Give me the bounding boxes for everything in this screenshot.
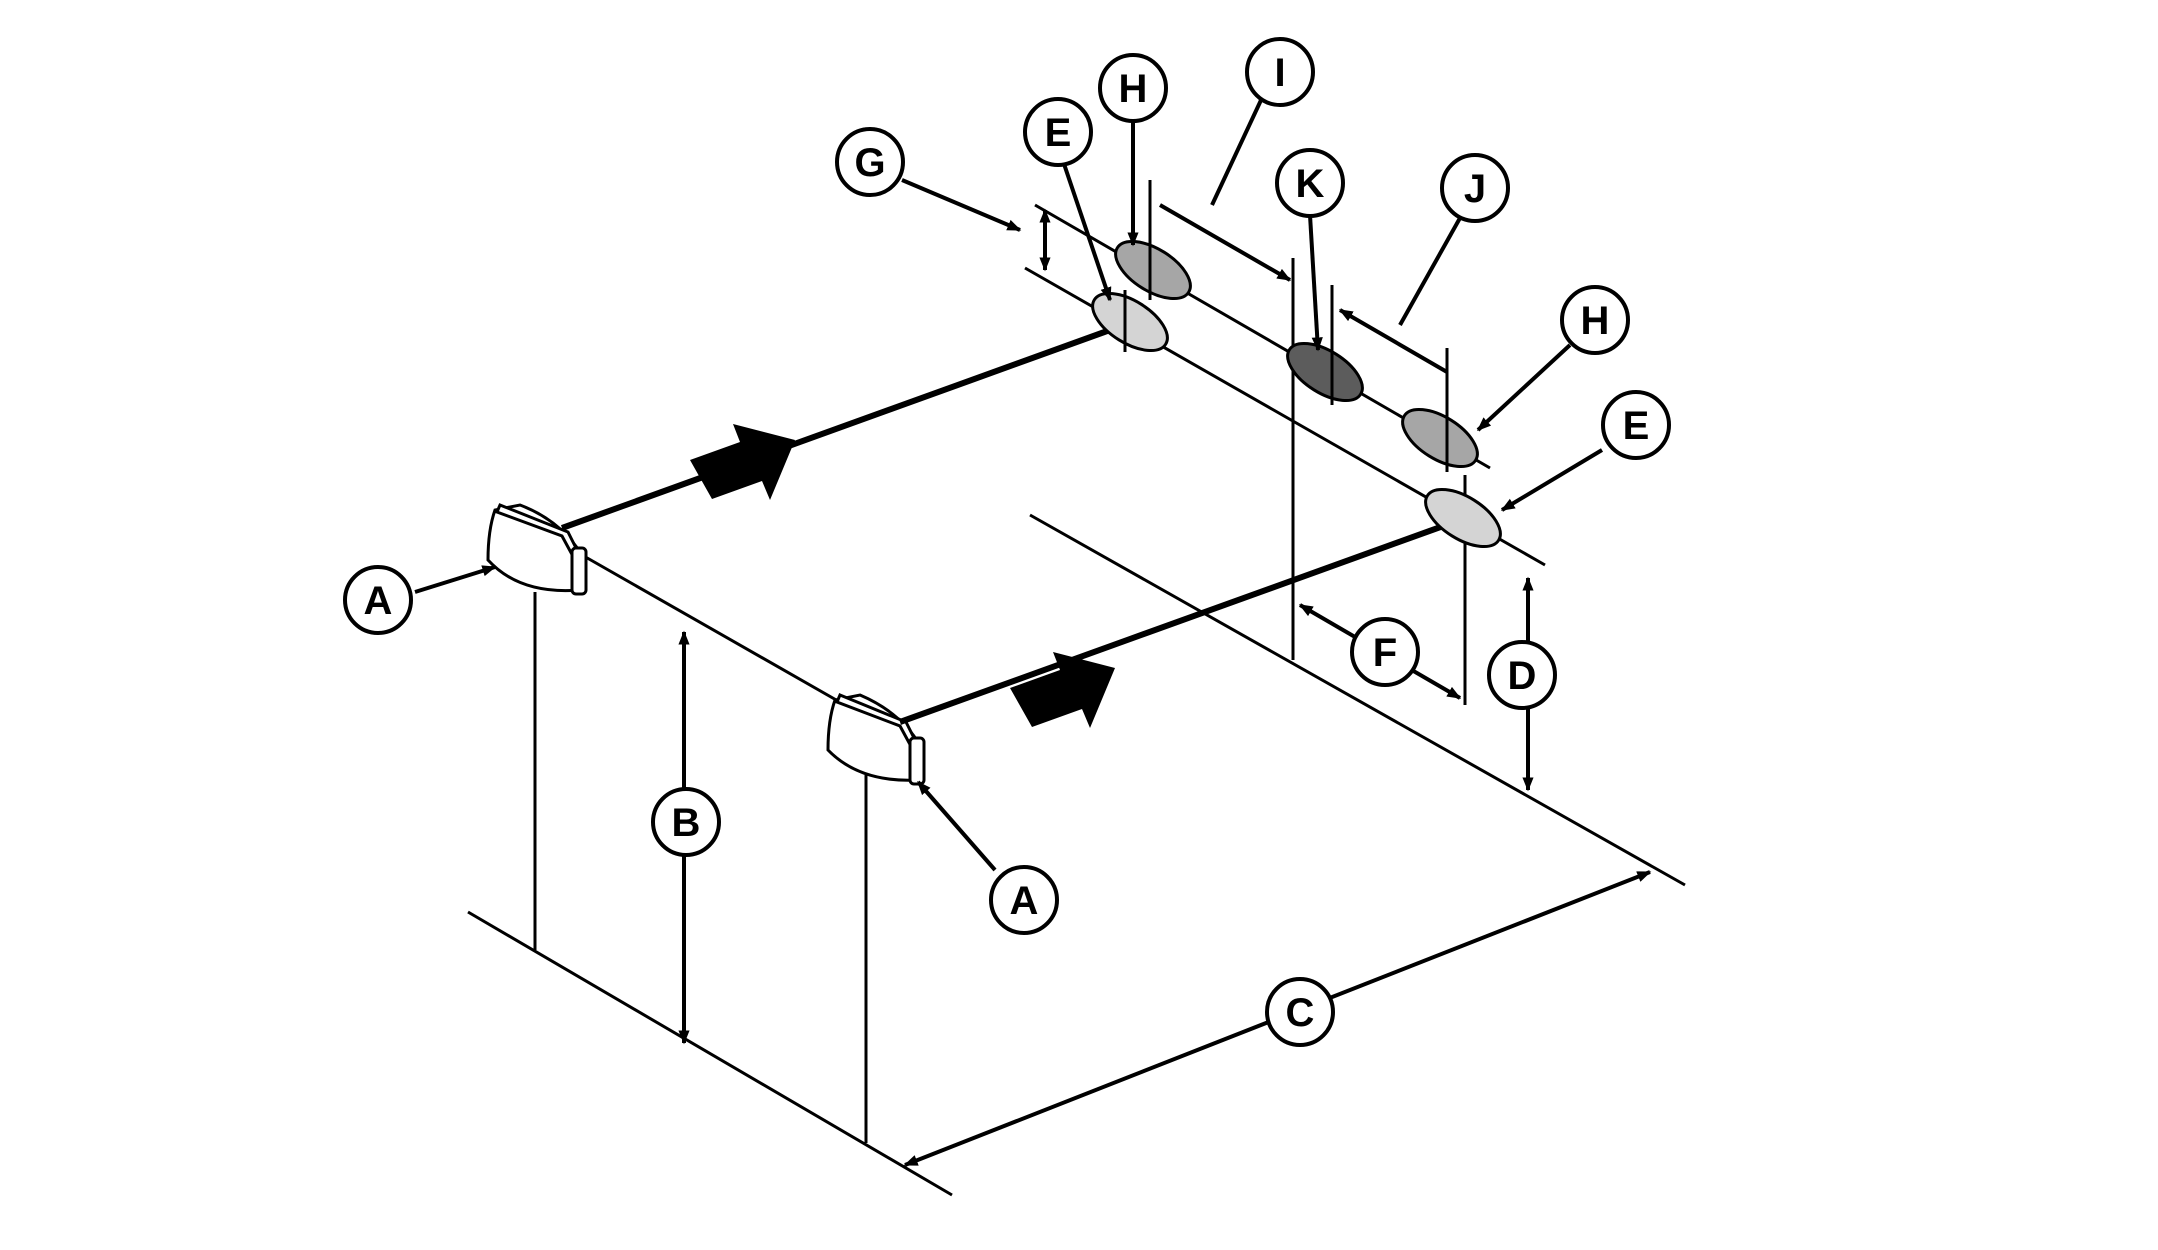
callout-label: A	[1010, 879, 1039, 923]
headlamp-left	[486, 503, 588, 596]
callout-f: F	[1350, 617, 1420, 687]
spot-h-right	[1401, 407, 1479, 469]
spot-h-left	[1114, 239, 1192, 301]
callout-a-right: A	[989, 865, 1059, 935]
beam-right	[898, 517, 1462, 728]
spot-e-left	[1091, 291, 1169, 353]
callout-e-left: E	[1023, 97, 1093, 167]
callout-label: A	[364, 579, 393, 623]
callout-i: I	[1245, 37, 1315, 107]
callout-label: K	[1296, 162, 1325, 206]
callout-c: C	[1265, 977, 1335, 1047]
dimension-j	[1338, 308, 1449, 374]
callout-g: G	[835, 127, 905, 197]
callout-label: D	[1508, 654, 1537, 698]
callout-label: H	[1581, 299, 1610, 343]
callout-a-left: A	[343, 565, 413, 635]
callout-label: C	[1286, 991, 1315, 1035]
callout-h-left: H	[1098, 53, 1168, 123]
spot-e-right	[1424, 487, 1502, 549]
beam-left	[560, 327, 1112, 531]
callout-h-right: H	[1560, 285, 1630, 355]
beam-spots	[1091, 239, 1502, 549]
dimension-i	[1159, 203, 1292, 282]
callout-b: B	[651, 787, 721, 857]
spot-k	[1286, 341, 1364, 403]
callout-label: G	[854, 141, 885, 185]
callout-label: E	[1623, 404, 1650, 448]
callout-label: J	[1464, 167, 1486, 211]
callout-e-right: E	[1601, 390, 1671, 460]
headlamp-right	[826, 693, 926, 786]
callout-d: D	[1487, 640, 1557, 710]
leader-lines	[414, 97, 1604, 872]
callout-label: B	[672, 801, 701, 845]
callout-label: E	[1045, 111, 1072, 155]
callout-j: J	[1440, 153, 1510, 223]
ground-lines	[467, 513, 1686, 1197]
callout-label: I	[1274, 51, 1285, 95]
callout-label: H	[1119, 67, 1148, 111]
callout-k: K	[1275, 148, 1345, 218]
callout-label: F	[1373, 631, 1397, 675]
